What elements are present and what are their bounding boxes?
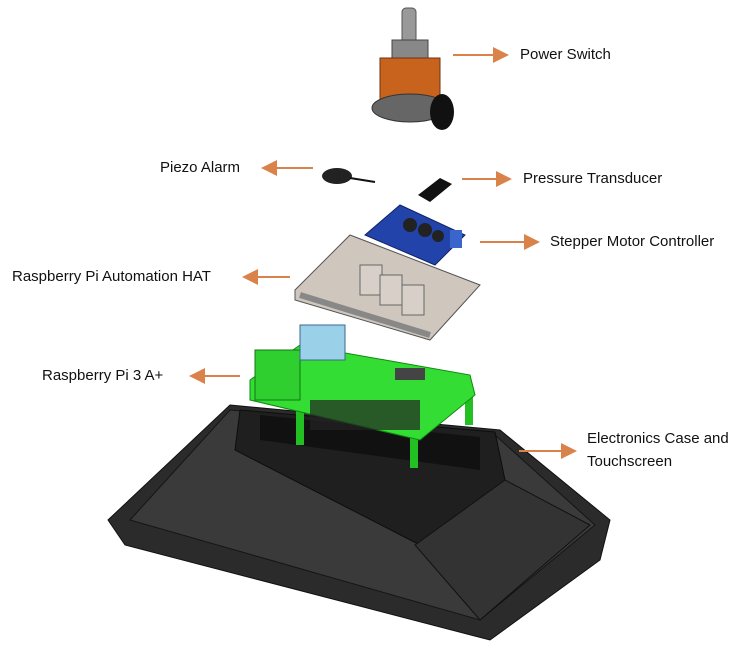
label-piezo-alarm: Piezo Alarm (160, 159, 241, 176)
pressure-transducer-part (418, 178, 452, 202)
label-case-line2: Touchscreen (587, 453, 673, 470)
label-raspberry-pi: Raspberry Pi 3 A+ (42, 367, 164, 384)
pointer-arrows (189, 47, 577, 459)
label-case-line1: Electronics Case and (587, 430, 729, 447)
label-automation-hat: Raspberry Pi Automation HAT (12, 268, 211, 285)
piezo-alarm-part (322, 168, 376, 184)
automation-hat-board (294, 234, 481, 341)
stepper-motor-controller-board (364, 204, 466, 266)
raspberry-pi-board (249, 324, 476, 468)
label-stepper-motor-controller: Stepper Motor Controller (550, 233, 715, 250)
electronics-case (107, 404, 611, 641)
label-pressure-transducer: Pressure Transducer (523, 170, 663, 187)
label-power-switch: Power Switch (520, 46, 611, 63)
power-switch-part (371, 7, 454, 130)
